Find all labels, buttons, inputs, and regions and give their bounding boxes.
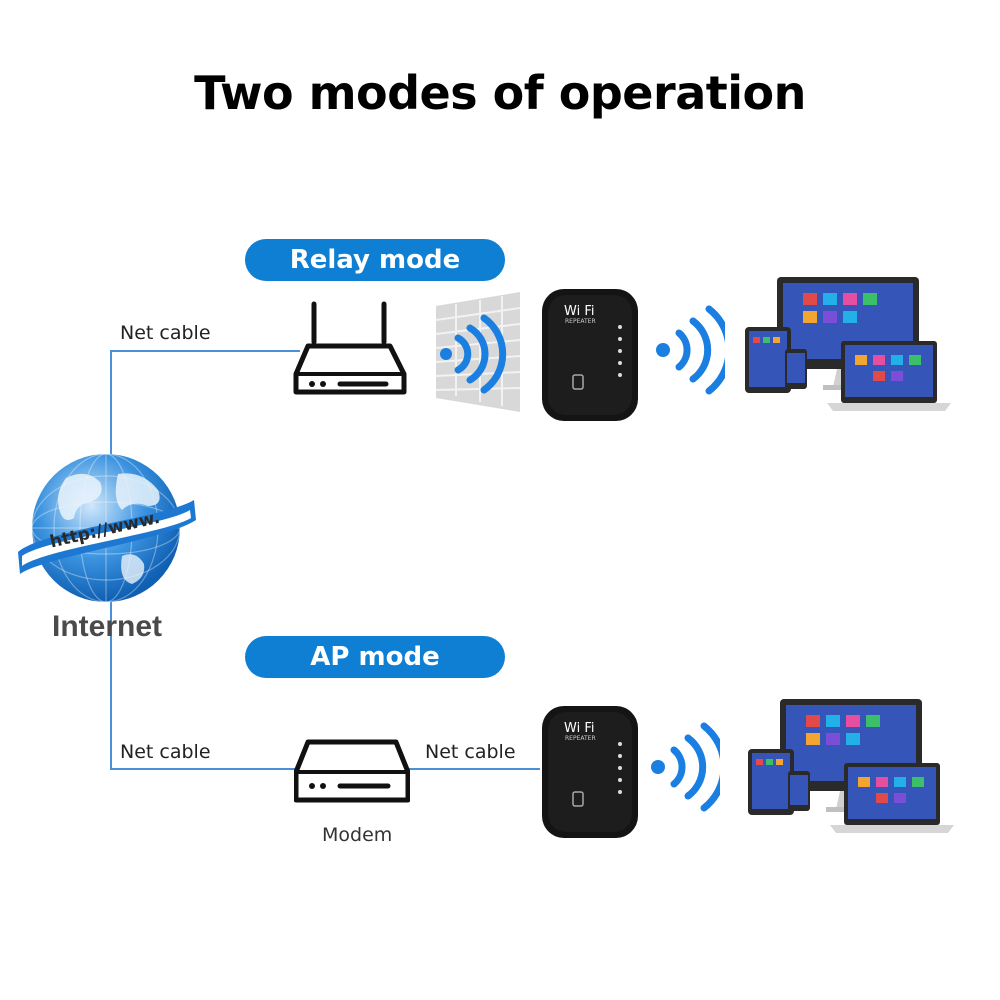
cable-line-ap-right [408,768,540,770]
wifi-repeater-relay: Wi Fi REPEATER [540,287,640,423]
ap-mode-badge: AP mode [245,636,505,678]
cable-line-ap-left [110,768,296,770]
repeater-sub-label: REPEATER [565,735,596,742]
repeater-device-icon [542,706,638,838]
wifi-signal-icon [651,722,720,812]
relay-mode-badge: Relay mode [245,239,505,281]
router-icon [293,301,407,395]
internet-label: Internet [52,610,163,643]
repeater-sub-label: REPEATER [565,318,596,325]
page-title: Two modes of operation [194,66,806,120]
repeater-brand-label: Wi Fi [564,721,595,736]
modem-label: Modem [322,824,393,846]
relay-net-cable-label: Net cable [120,322,211,344]
modem-icon [294,739,410,803]
devices-group-icon [745,277,951,411]
repeater-brand-label: Wi Fi [564,304,595,319]
devices-group-icon [748,699,954,833]
wifi-signal-icon [656,305,725,395]
brick-wall-icon [436,292,520,412]
repeater-device-icon [542,289,638,421]
globe-icon [18,453,196,603]
cable-line-relay [110,350,300,352]
ap-net-cable-left-label: Net cable [120,741,211,763]
ap-net-cable-right-label: Net cable [425,741,516,763]
wifi-repeater-ap: Wi Fi REPEATER [540,704,640,840]
